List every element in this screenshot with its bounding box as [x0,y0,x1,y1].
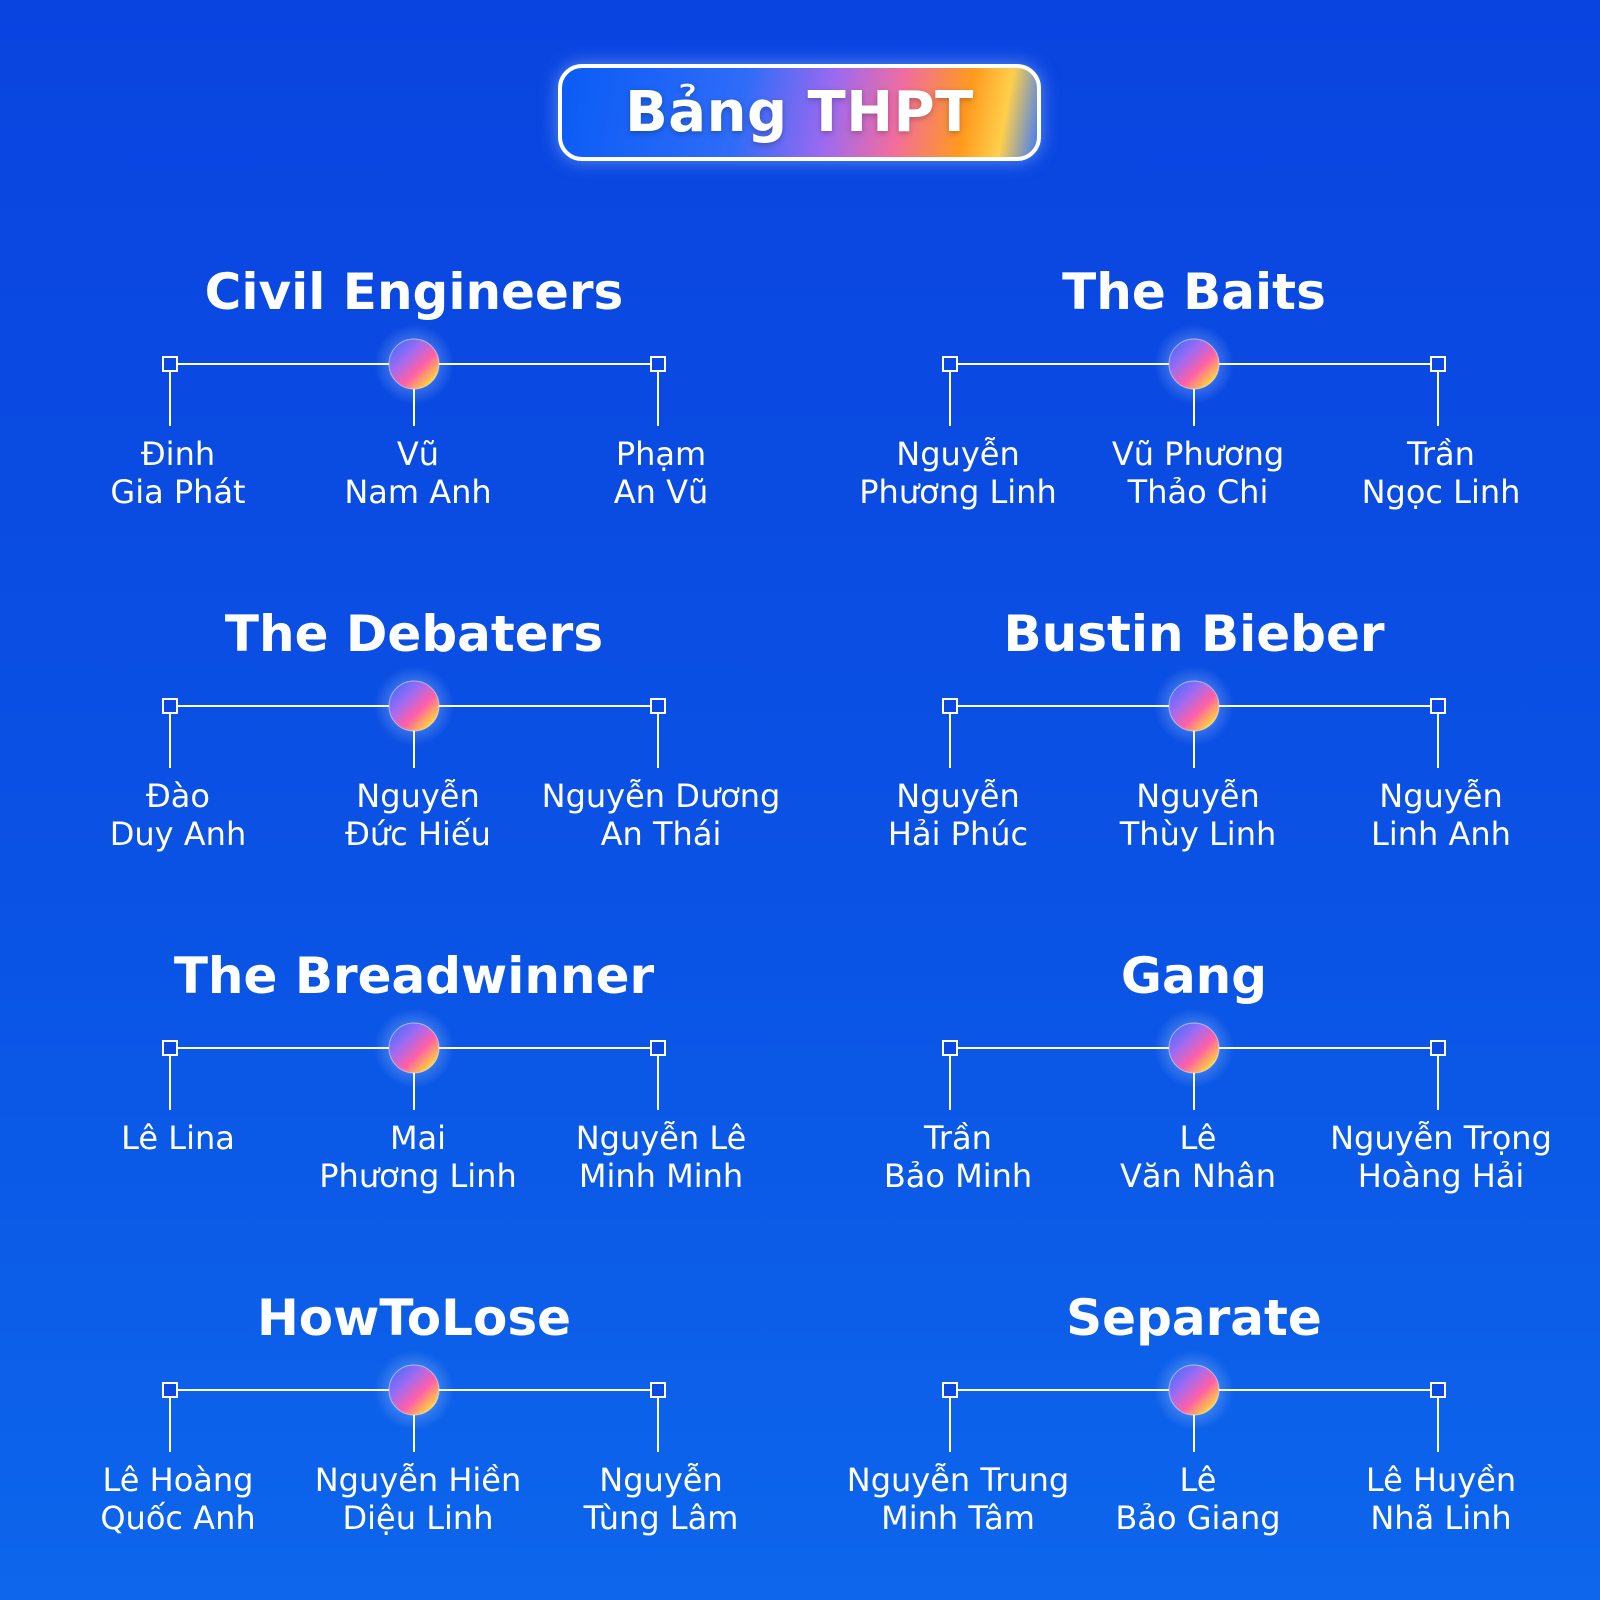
team-name: HowToLose [256,1289,572,1347]
member-name: Nguyễn Trung Minh Tâm [846,1461,1070,1537]
node-square-right [1430,1382,1446,1398]
member-name: Nguyễn Lê Minh Minh [575,1119,747,1195]
team-connector [162,324,666,426]
center-orb [1168,1022,1220,1074]
node-square-right [1430,356,1446,372]
member-name: Nguyễn Hiền Diệu Linh [314,1461,522,1537]
member-name: Lê Bảo Giang [1115,1461,1281,1537]
member-name: Lê Lina [121,1119,235,1157]
node-square-right [1430,1040,1446,1056]
node-square-left [162,698,178,714]
member-name: Phạm An Vũ [613,435,709,511]
member-name: Lê Hoàng Quốc Anh [100,1461,256,1537]
team-connector [162,1008,666,1110]
team-connector [942,324,1446,426]
team-name: Gang [1120,947,1268,1005]
center-orb [388,338,440,390]
team-name: The Debaters [224,605,604,663]
node-square-right [650,698,666,714]
page-title: Bảng THPT [625,80,974,145]
team-connector [162,666,666,768]
member-name: Trần Ngọc Linh [1361,435,1521,511]
node-square-left [942,1040,958,1056]
team-connector [942,1008,1446,1110]
center-orb [388,680,440,732]
member-name: Nguyễn Hải Phúc [887,777,1029,853]
team-name: The Breadwinner [173,947,655,1005]
node-square-right [650,1382,666,1398]
member-name: Nguyễn Linh Anh [1371,777,1511,853]
member-name: Nguyễn Tùng Lâm [583,1461,739,1537]
member-name: Nguyễn Dương An Thái [541,777,781,853]
member-name: Lê Huyền Nhã Linh [1365,1461,1517,1537]
node-square-right [1430,698,1446,714]
node-square-left [942,356,958,372]
node-square-left [942,1382,958,1398]
member-name: Vũ Phương Thảo Chi [1111,435,1285,511]
member-name: Đào Duy Anh [109,777,247,853]
node-square-left [162,1040,178,1056]
member-name: Lê Văn Nhân [1119,1119,1277,1195]
center-orb [1168,1364,1220,1416]
node-square-left [942,698,958,714]
team-connector [942,666,1446,768]
team-name: The Baits [1062,263,1326,321]
team-name: Bustin Bieber [1003,605,1385,663]
team-connector [162,1350,666,1452]
team-name: Separate [1066,1289,1322,1347]
member-name: Mai Phương Linh [319,1119,517,1195]
node-square-left [162,356,178,372]
member-name: Vũ Nam Anh [344,435,492,511]
member-name: Nguyễn Thùy Linh [1119,777,1277,853]
center-orb [388,1022,440,1074]
team-name: Civil Engineers [204,263,624,321]
member-name: Đinh Gia Phát [110,435,246,511]
node-square-left [162,1382,178,1398]
center-orb [1168,338,1220,390]
team-connector [942,1350,1446,1452]
node-square-right [650,356,666,372]
node-square-right [650,1040,666,1056]
center-orb [1168,680,1220,732]
member-name: Trần Bảo Minh [883,1119,1033,1195]
center-orb [388,1364,440,1416]
member-name: Nguyễn Đức Hiếu [345,777,491,853]
member-name: Nguyễn Trọng Hoàng Hải [1330,1119,1552,1195]
member-name: Nguyễn Phương Linh [859,435,1057,511]
page-title-banner: Bảng THPT [558,64,1041,161]
